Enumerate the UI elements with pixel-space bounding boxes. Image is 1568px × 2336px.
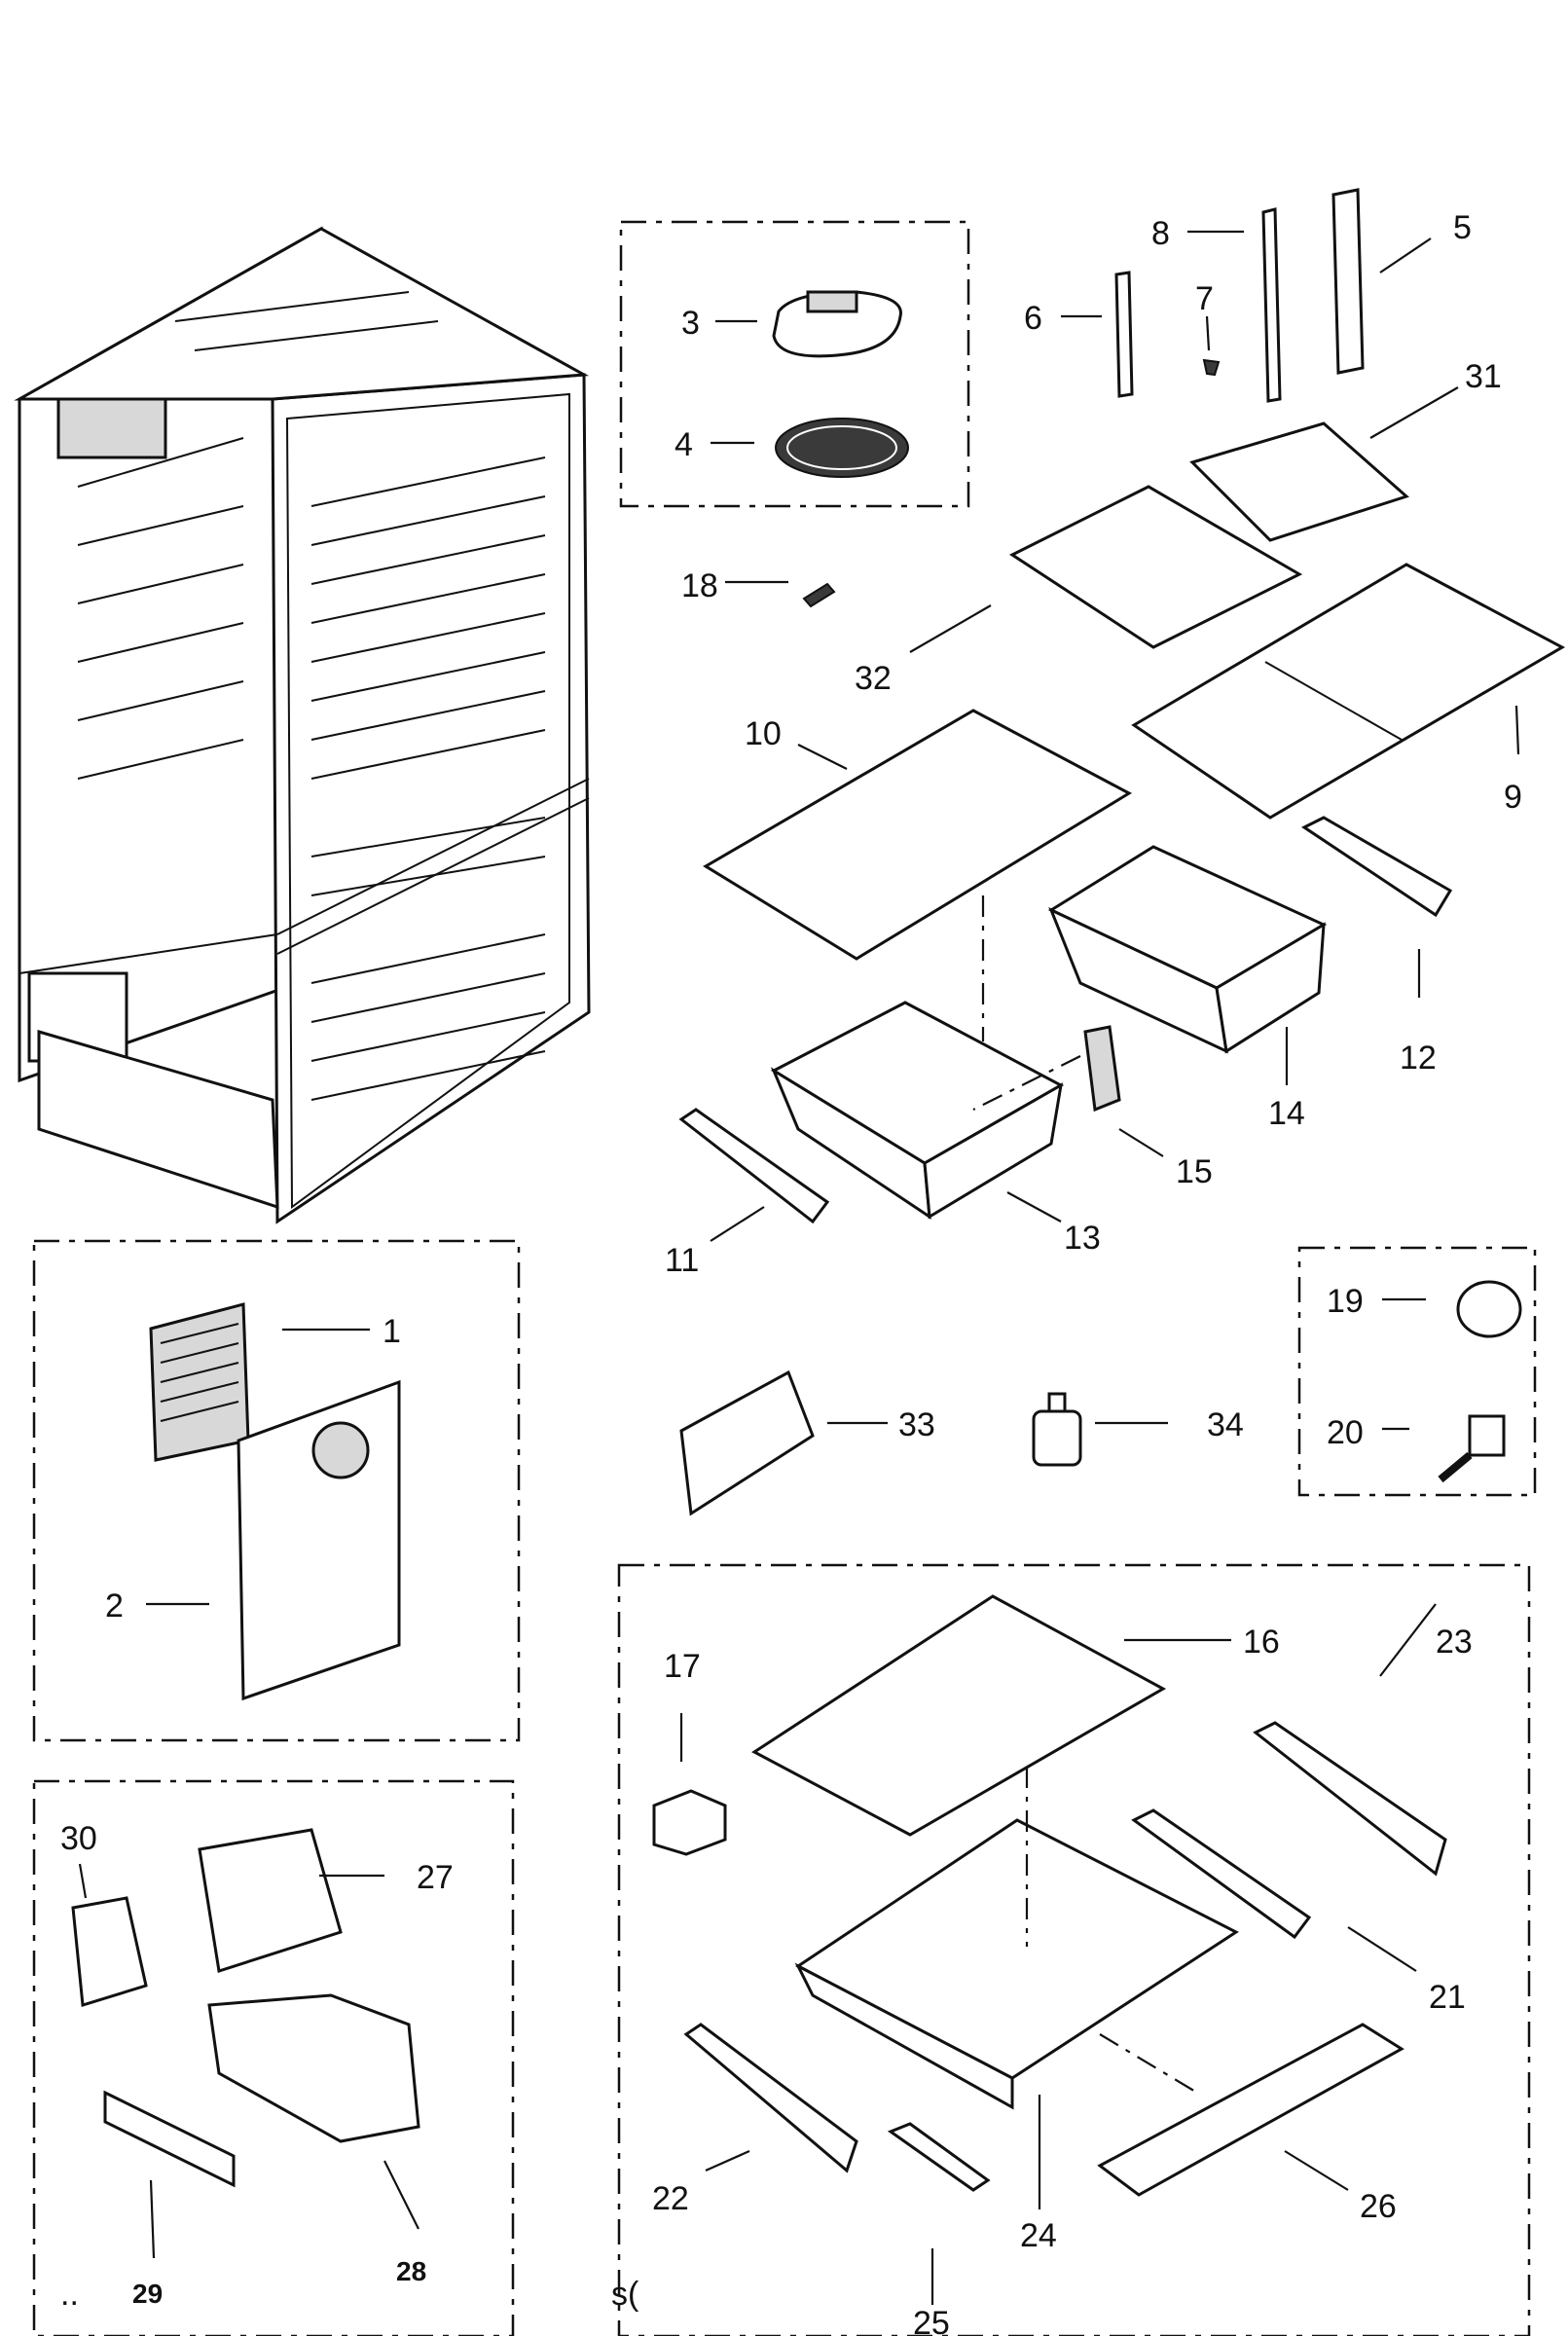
label-4: 4 (675, 426, 693, 463)
part-23-panel (1253, 1721, 1447, 1877)
label-18: 18 (681, 567, 718, 604)
label-31: 31 (1465, 358, 1502, 395)
label-12: 12 (1400, 1040, 1437, 1077)
part-19-cap (1456, 1280, 1522, 1338)
label-23: 23 (1436, 1624, 1473, 1661)
label-22: 22 (652, 2180, 689, 2217)
fragment-cut-text: s( (611, 2276, 639, 2313)
part-labels: 1 2 3 4 5 6 7 8 9 10 11 12 13 14 15 16 1… (60, 209, 1522, 2336)
part-34-bottle (1032, 1392, 1082, 1467)
part-32-shelf (1008, 485, 1303, 649)
part-26-cover (1097, 2023, 1404, 2197)
part-16-shelf (751, 1594, 1167, 1837)
part-6-rail (1114, 271, 1134, 398)
part-14-drawer (1047, 845, 1328, 1054)
part-5-rail (1331, 188, 1365, 375)
group-box-16-26 (617, 1563, 1531, 2336)
part-18-clip (802, 582, 836, 608)
part-9-shelf (1131, 563, 1566, 820)
label-5: 5 (1453, 209, 1472, 246)
label-7: 7 (1195, 280, 1214, 317)
leader-lines (78, 230, 1520, 2305)
label-14: 14 (1268, 1095, 1305, 1132)
label-6: 6 (1024, 300, 1042, 337)
label-21: 21 (1429, 1979, 1466, 2016)
label-29: 29 (132, 2279, 163, 2309)
label-2: 2 (105, 1588, 124, 1624)
label-1: 1 (383, 1313, 401, 1350)
part-28-bucket (207, 1993, 420, 2143)
part-20-valve (1438, 1414, 1506, 1483)
label-24: 24 (1020, 2217, 1057, 2254)
label-13: 13 (1064, 1220, 1101, 1257)
label-3: 3 (681, 305, 700, 342)
part-15-support (1083, 1025, 1121, 1113)
label-15: 15 (1176, 1153, 1213, 1190)
part-17-module (652, 1789, 727, 1856)
part-10-shelf (703, 709, 1133, 961)
part-31-shelf (1189, 421, 1409, 542)
group-box-1-2 (32, 1239, 521, 1742)
label-9: 9 (1504, 779, 1522, 816)
label-20: 20 (1327, 1414, 1364, 1451)
part-1-evaporator (149, 1302, 250, 1462)
group-box-27-30 (32, 1779, 515, 2336)
part-11-slide (678, 1108, 830, 1224)
part-22-panel (683, 2023, 858, 2173)
part-25-bracket (887, 2122, 991, 2192)
fragment-dots: .. (60, 2276, 79, 2313)
part-8-rail (1261, 207, 1282, 403)
part-3-cover (772, 290, 902, 358)
part-27-icemaker (198, 1828, 343, 1973)
label-30: 30 (60, 1820, 97, 1857)
part-4-filter (775, 418, 909, 478)
label-17: 17 (664, 1648, 701, 1685)
label-28: 28 (396, 2256, 426, 2286)
part-21-panel (1131, 1808, 1312, 1940)
label-34: 34 (1207, 1406, 1244, 1443)
part-2-cover-panel (237, 1379, 401, 1701)
label-27: 27 (417, 1859, 454, 1896)
label-11: 11 (665, 1242, 699, 1279)
part-33-housing (679, 1369, 815, 1516)
label-26: 26 (1360, 2188, 1397, 2225)
part-13-drawer (770, 1001, 1065, 1220)
label-10: 10 (745, 715, 782, 752)
part-12-slide (1301, 816, 1453, 918)
part-7-bracket (1202, 358, 1221, 377)
label-19: 19 (1327, 1283, 1364, 1320)
part-24-pan (794, 1818, 1239, 2110)
refrigerator-cabinet (14, 226, 591, 1224)
part-30-motor (71, 1896, 148, 2007)
part-29-plate (103, 2090, 236, 2188)
group-box-3-4 (619, 220, 970, 508)
label-16: 16 (1243, 1624, 1280, 1661)
label-25: 25 (913, 2305, 950, 2336)
label-33: 33 (898, 1406, 935, 1443)
group-box-19-20 (1297, 1246, 1537, 1497)
label-8: 8 (1151, 215, 1170, 252)
label-32: 32 (855, 660, 892, 697)
